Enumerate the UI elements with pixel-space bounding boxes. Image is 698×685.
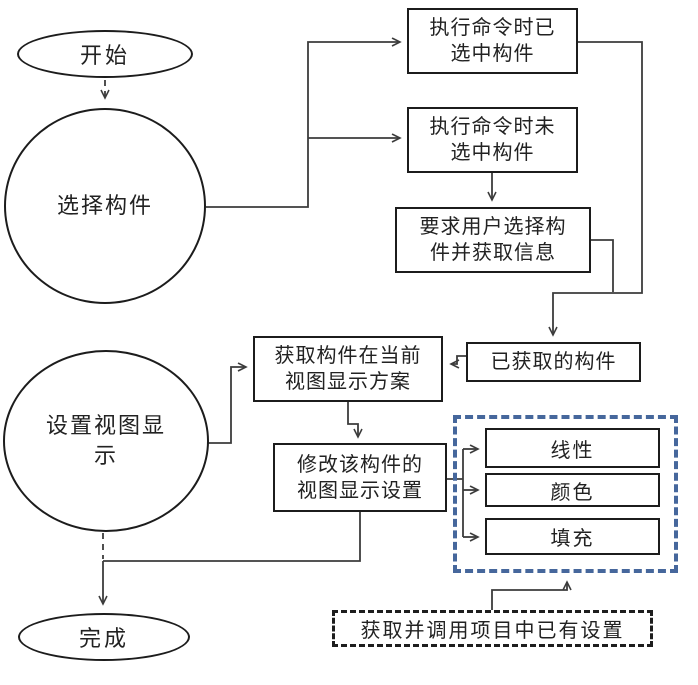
start-label: 开始 — [79, 43, 130, 68]
set-view-display-node: 设置视图显 示 — [3, 350, 209, 532]
connector-obtained-to-get-scheme — [451, 355, 466, 364]
select-component-label: 选择构件 — [56, 193, 153, 219]
color-label: 颜色 — [550, 481, 595, 504]
modify-display-settings-node: 修改该构件的 视图显示设置 — [273, 443, 447, 512]
connector-setview-to-get-scheme — [208, 367, 246, 444]
connector-cmd-selected-to-obtained — [553, 41, 643, 335]
connector-modify-to-done-junction — [103, 512, 361, 562]
display-settings-group — [453, 415, 678, 573]
done-label: 完成 — [78, 626, 129, 651]
start-node: 开始 — [17, 30, 193, 78]
fill-node: 填充 — [485, 518, 660, 555]
cmd-selected-label: 执行命令时已 选中构件 — [429, 17, 556, 65]
get-existing-settings-label: 获取并调用项目中已有设置 — [360, 620, 625, 642]
obtained-component-label: 已获取的构件 — [490, 351, 617, 373]
fill-label: 填充 — [550, 528, 595, 550]
color-node: 颜色 — [485, 473, 660, 507]
ask-user-select-label: 要求用户选择构 件并获取信息 — [419, 216, 567, 264]
get-existing-settings-node: 获取并调用项目中已有设置 — [332, 610, 653, 647]
connector-existing-to-settings-group — [491, 582, 567, 610]
cmd-not-selected-node: 执行命令时未 选中构件 — [407, 107, 578, 173]
select-component-node: 选择构件 — [4, 108, 206, 304]
connector-ask-user-join — [591, 239, 614, 292]
get-current-scheme-label: 获取构件在当前 视图显示方案 — [274, 345, 422, 393]
get-current-scheme-node: 获取构件在当前 视图显示方案 — [253, 336, 443, 402]
connector-select-to-cmd-selected — [206, 42, 400, 208]
ask-user-select-node: 要求用户选择构 件并获取信息 — [395, 207, 591, 273]
connector-get-scheme-to-modify — [347, 402, 358, 437]
done-node: 完成 — [18, 613, 190, 661]
line-type-label: 线性 — [550, 439, 595, 462]
obtained-component-node: 已获取的构件 — [466, 342, 641, 382]
modify-display-settings-label: 修改该构件的 视图显示设置 — [297, 453, 423, 502]
line-type-node: 线性 — [485, 428, 660, 468]
set-view-display-label: 设置视图显 示 — [45, 413, 166, 468]
cmd-selected-node: 执行命令时已 选中构件 — [407, 8, 578, 74]
cmd-not-selected-label: 执行命令时未 选中构件 — [429, 116, 556, 164]
